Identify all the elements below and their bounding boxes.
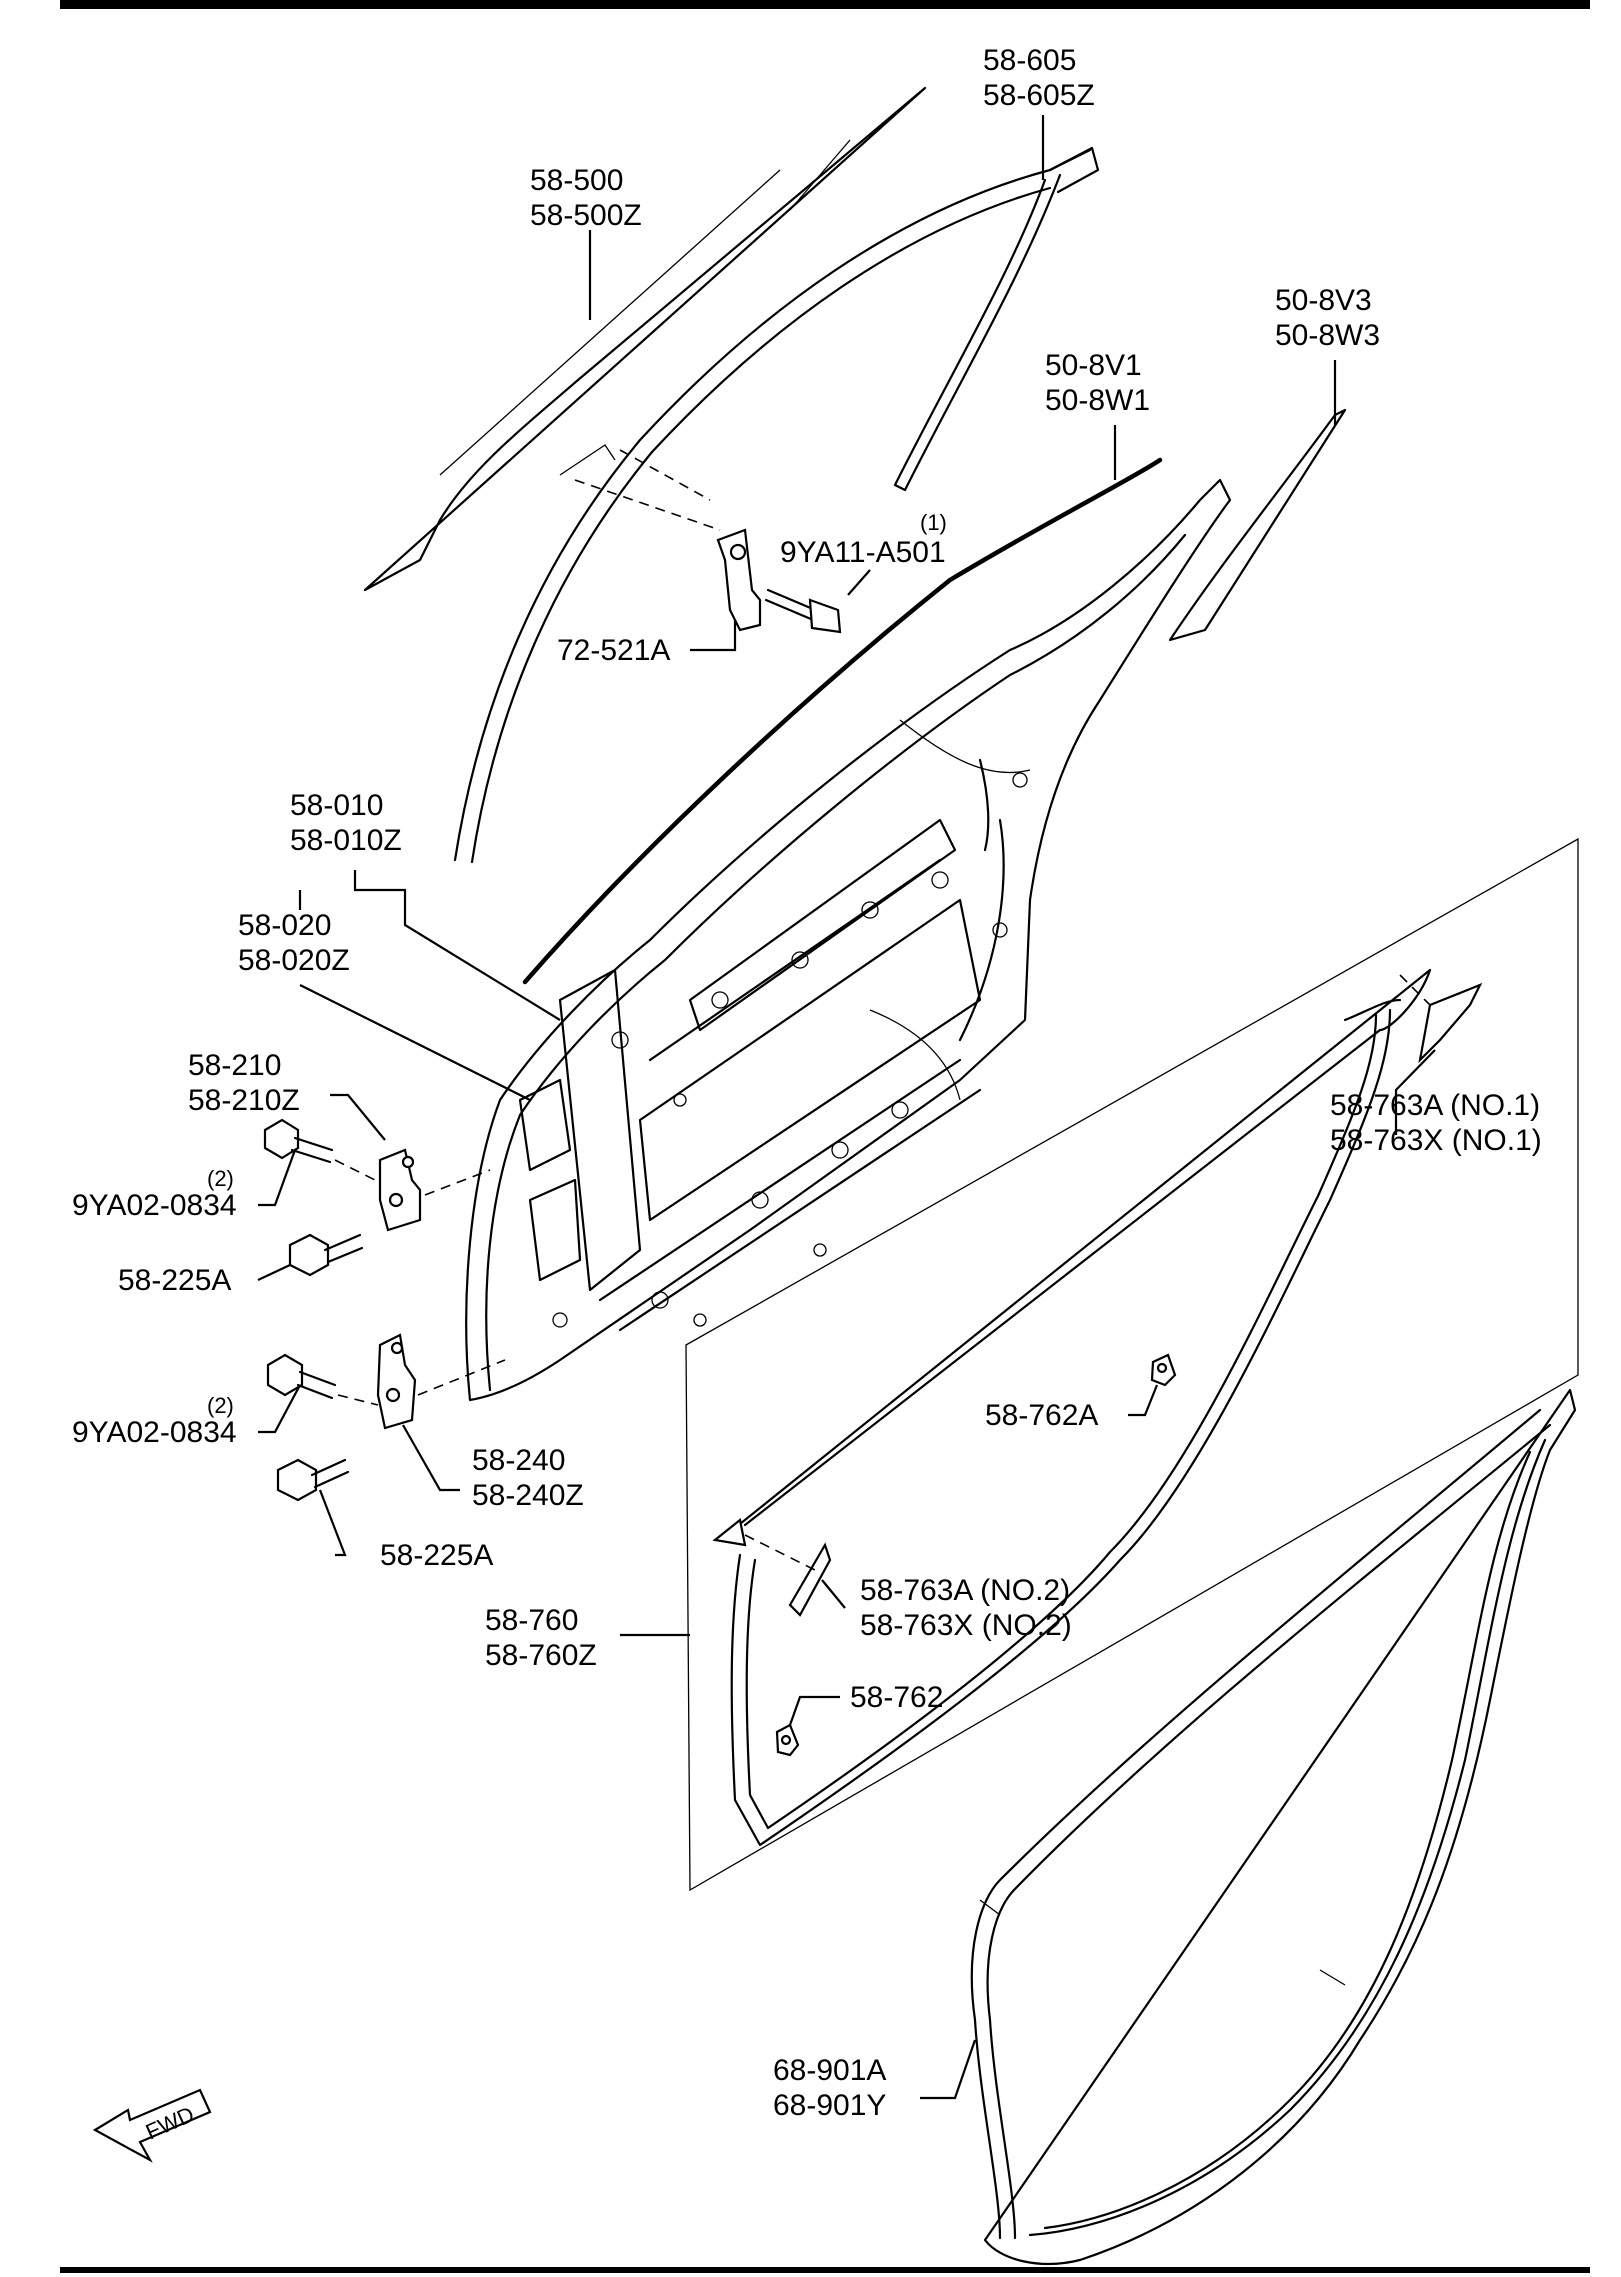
label-58-010: 58-010 <box>290 789 383 822</box>
bolt-225a-upper <box>288 1233 364 1277</box>
label-qty-1: (1) <box>920 510 947 535</box>
belt-molding <box>522 457 1163 985</box>
label-58-763x-no2: 58-763X (NO.2) <box>860 1609 1072 1642</box>
label-58-605z: 58-605Z <box>983 79 1095 112</box>
lower-hinge <box>376 1333 506 1430</box>
label-68-901a: 68-901A <box>773 2054 886 2087</box>
label-58-760: 58-760 <box>485 1604 578 1637</box>
label-58-763a-no1: 58-763A (NO.1) <box>1330 1089 1540 1122</box>
clip-762a <box>1150 1353 1177 1387</box>
lower-bolt-pair <box>266 1353 379 1406</box>
label-9ya02-0834-upper: 9YA02-0834 <box>72 1189 237 1222</box>
label-58-500z: 58-500Z <box>530 199 642 232</box>
upper-hinge <box>378 1148 491 1232</box>
part-labels: 58-605 58-605Z 58-500 58-500Z 50-8V3 50-… <box>72 44 1542 2122</box>
label-58-605: 58-605 <box>983 44 1076 77</box>
label-58-210z: 58-210Z <box>188 1084 300 1117</box>
label-58-762a: 58-762A <box>985 1399 1098 1432</box>
label-58-240: 58-240 <box>472 1444 565 1477</box>
label-68-901y: 68-901Y <box>773 2089 886 2122</box>
label-50-8v1: 50-8V1 <box>1045 349 1142 382</box>
top-border <box>60 0 1590 9</box>
label-58-020: 58-020 <box>238 909 331 942</box>
door-frame <box>465 478 1232 1402</box>
glass-bracket <box>574 449 762 632</box>
label-58-020z: 58-020Z <box>238 944 350 977</box>
label-58-760z: 58-760Z <box>485 1639 597 1672</box>
seal-763-no1 <box>1418 982 1483 1064</box>
label-50-8w3: 50-8W3 <box>1275 319 1380 352</box>
clip-762 <box>775 1723 800 1757</box>
label-58-763x-no1: 58-763X (NO.1) <box>1330 1124 1542 1157</box>
label-58-010z: 58-010Z <box>290 824 402 857</box>
upper-bolt-pair <box>263 1118 376 1181</box>
label-58-240z: 58-240Z <box>472 1479 584 1512</box>
label-50-8v3: 50-8V3 <box>1275 284 1372 317</box>
label-58-225a-lower: 58-225A <box>380 1539 493 1572</box>
label-50-8w1: 50-8W1 <box>1045 384 1150 417</box>
rear-molding <box>1168 408 1347 642</box>
glass-bolt <box>764 588 842 634</box>
door-glass <box>363 86 927 592</box>
seal-763-no2 <box>744 1534 832 1617</box>
label-9ya11-a501: 9YA11-A501 <box>780 536 946 569</box>
label-58-762: 58-762 <box>850 1681 943 1714</box>
door-opening-trim <box>970 1388 1577 2266</box>
label-58-763a-no2: 58-763A (NO.2) <box>860 1574 1070 1607</box>
label-qty-2b: (2) <box>207 1393 234 1418</box>
bolt-225a-lower <box>276 1458 350 1502</box>
label-72-521a: 72-521A <box>557 634 670 667</box>
label-58-500: 58-500 <box>530 164 623 197</box>
label-58-225a-upper: 58-225A <box>118 1264 231 1297</box>
fwd-arrow-icon: FWD <box>92 2088 212 2163</box>
glass-run-channel <box>453 146 1100 864</box>
door-weatherstrip <box>712 968 1436 1847</box>
label-58-210: 58-210 <box>188 1049 281 1082</box>
label-qty-2a: (2) <box>207 1166 234 1191</box>
label-9ya02-0834-lower: 9YA02-0834 <box>72 1416 237 1449</box>
leader-lines <box>257 115 1436 2100</box>
weatherstrip-group-box <box>685 837 1579 1892</box>
bottom-border <box>60 2267 1590 2273</box>
